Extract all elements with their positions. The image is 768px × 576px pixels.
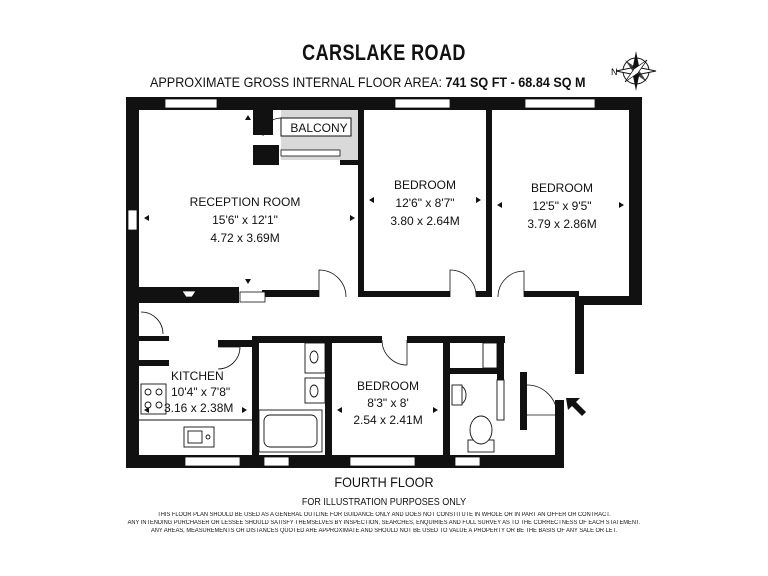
bedroom3-metric: 2.54 x 2.41M [353, 413, 422, 427]
room-label-bedroom-2: BEDROOM 12'5" x 9'5" 3.79 x 2.86M [527, 181, 596, 231]
balcony-name: BALCONY [290, 121, 347, 135]
bedroom3-name: BEDROOM [357, 379, 419, 393]
bedroom2-name: BEDROOM [531, 181, 593, 195]
room-label-balcony: BALCONY [290, 121, 347, 135]
disclaimer-line-3: ANY AREAS, MEASUREMENTS OR DISTANCES QUO… [150, 528, 618, 534]
bedroom1-metric: 3.80 x 2.64M [390, 214, 459, 228]
kitchen-imperial: 10'4" x 7'8" [171, 385, 230, 399]
compass-north-letter: N [611, 67, 618, 77]
interior-walls [139, 110, 579, 455]
plan-title: CARSLAKE ROAD [302, 40, 466, 65]
bedroom3-imperial: 8'3" x 8' [367, 396, 409, 410]
reception-metric: 4.72 x 3.69M [210, 231, 279, 245]
dimension-ticks [144, 115, 624, 413]
disclaimer-line-1: THIS FLOOR PLAN SHOULD BE USED AS A GENE… [157, 512, 611, 518]
illustration-note: FOR ILLUSTRATION PURPOSES ONLY [301, 497, 467, 508]
disclaimer: THIS FLOOR PLAN SHOULD BE USED AS A GENE… [110, 511, 658, 535]
kitchen-metric: 3.16 x 2.38M [164, 401, 233, 415]
kitchen-name: KITCHEN [171, 369, 224, 383]
floor-area-sqft: 741 SQ FT [445, 74, 508, 90]
reception-imperial: 15'6" x 12'1" [212, 213, 278, 227]
doors [140, 269, 558, 416]
entrance-arrow-icon [566, 398, 586, 416]
bedroom1-name: BEDROOM [394, 178, 456, 192]
floor-area-line: APPROXIMATE GROSS INTERNAL FLOOR AREA: 7… [150, 74, 586, 90]
reception-name: RECEPTION ROOM [190, 195, 301, 209]
reception-fixtures [181, 290, 266, 303]
balcony [253, 110, 360, 165]
floor-area-sqm: 68.84 SQ M [518, 74, 586, 90]
bedroom1-imperial: 12'6" x 8'7" [395, 196, 454, 210]
disclaimer-line-2: ANY INTENDING PURCHASER OR LESSEE SHOULD… [127, 520, 641, 526]
floor-area-separator: - [510, 74, 515, 90]
bedroom2-metric: 3.79 x 2.86M [527, 217, 596, 231]
windows [127, 98, 596, 467]
compass-icon: N [611, 51, 657, 91]
floor-area-label: APPROXIMATE GROSS INTERNAL FLOOR AREA: [150, 74, 442, 90]
room-label-reception: RECEPTION ROOM 15'6" x 12'1" 4.72 x 3.69… [190, 195, 301, 245]
room-label-kitchen: KITCHEN 10'4" x 7'8" 3.16 x 2.38M [164, 369, 233, 415]
floor-name: FOURTH FLOOR [334, 474, 434, 490]
bathroom-fixtures [258, 342, 505, 453]
room-label-bedroom-3: BEDROOM 8'3" x 8' 2.54 x 2.41M [353, 379, 422, 427]
room-label-bedroom-1: BEDROOM 12'6" x 8'7" 3.80 x 2.64M [390, 178, 459, 228]
kitchen-fixtures [139, 383, 252, 448]
bedroom2-imperial: 12'5" x 9'5" [532, 199, 591, 213]
